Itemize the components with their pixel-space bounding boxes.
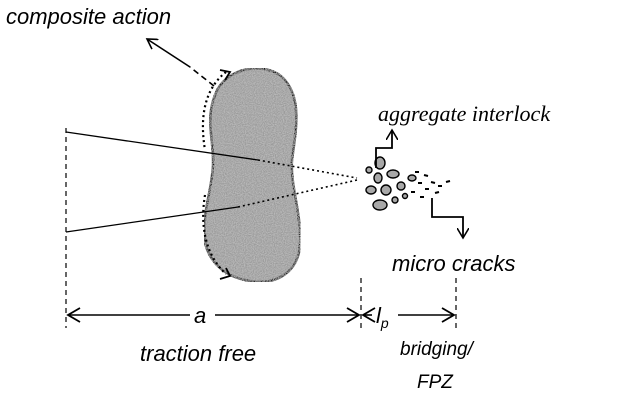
aggregate-interlock-pointer [375, 130, 392, 168]
aggregate-particle [202, 67, 302, 284]
fpz-length-subscript: p [380, 315, 389, 331]
crack-face-upper [65, 131, 259, 161]
micro-crack-marks [411, 171, 451, 198]
composite-action-label: composite action [6, 4, 171, 29]
aggregate-interlock-label: aggregate interlock [378, 101, 551, 126]
fpz-length-base: l [376, 303, 382, 328]
dimension-lp-arrow-right [441, 307, 456, 323]
traction-free-label: traction free [140, 341, 256, 366]
composite-action-arrowhead-lower [219, 267, 232, 280]
composite-action-arrow-upper [201, 71, 227, 151]
micro-cracks-label: micro cracks [392, 251, 515, 276]
dimension-a-arrow-left [66, 307, 81, 323]
composite-action-leader [147, 39, 191, 68]
dimension-lp-arrow-left [361, 307, 376, 323]
crack-face-lower-through [237, 179, 358, 208]
composite-action-arrow-lower [202, 194, 227, 275]
crack-face-lower [65, 206, 239, 233]
composite-action-leader-dash [189, 66, 215, 87]
micro-cracks-pointer [431, 198, 463, 238]
crack-face-upper-through [257, 159, 358, 179]
crack-length-label: a [194, 303, 206, 328]
fpz-label: FPZ [417, 372, 454, 393]
fpz-length-label: lp [376, 303, 389, 331]
composite-action-arrowhead-upper [219, 69, 232, 81]
aggregate-interlock-particles [365, 156, 417, 211]
dimension-a-arrow-right [346, 307, 361, 323]
bridging-label: bridging/ [400, 339, 475, 360]
